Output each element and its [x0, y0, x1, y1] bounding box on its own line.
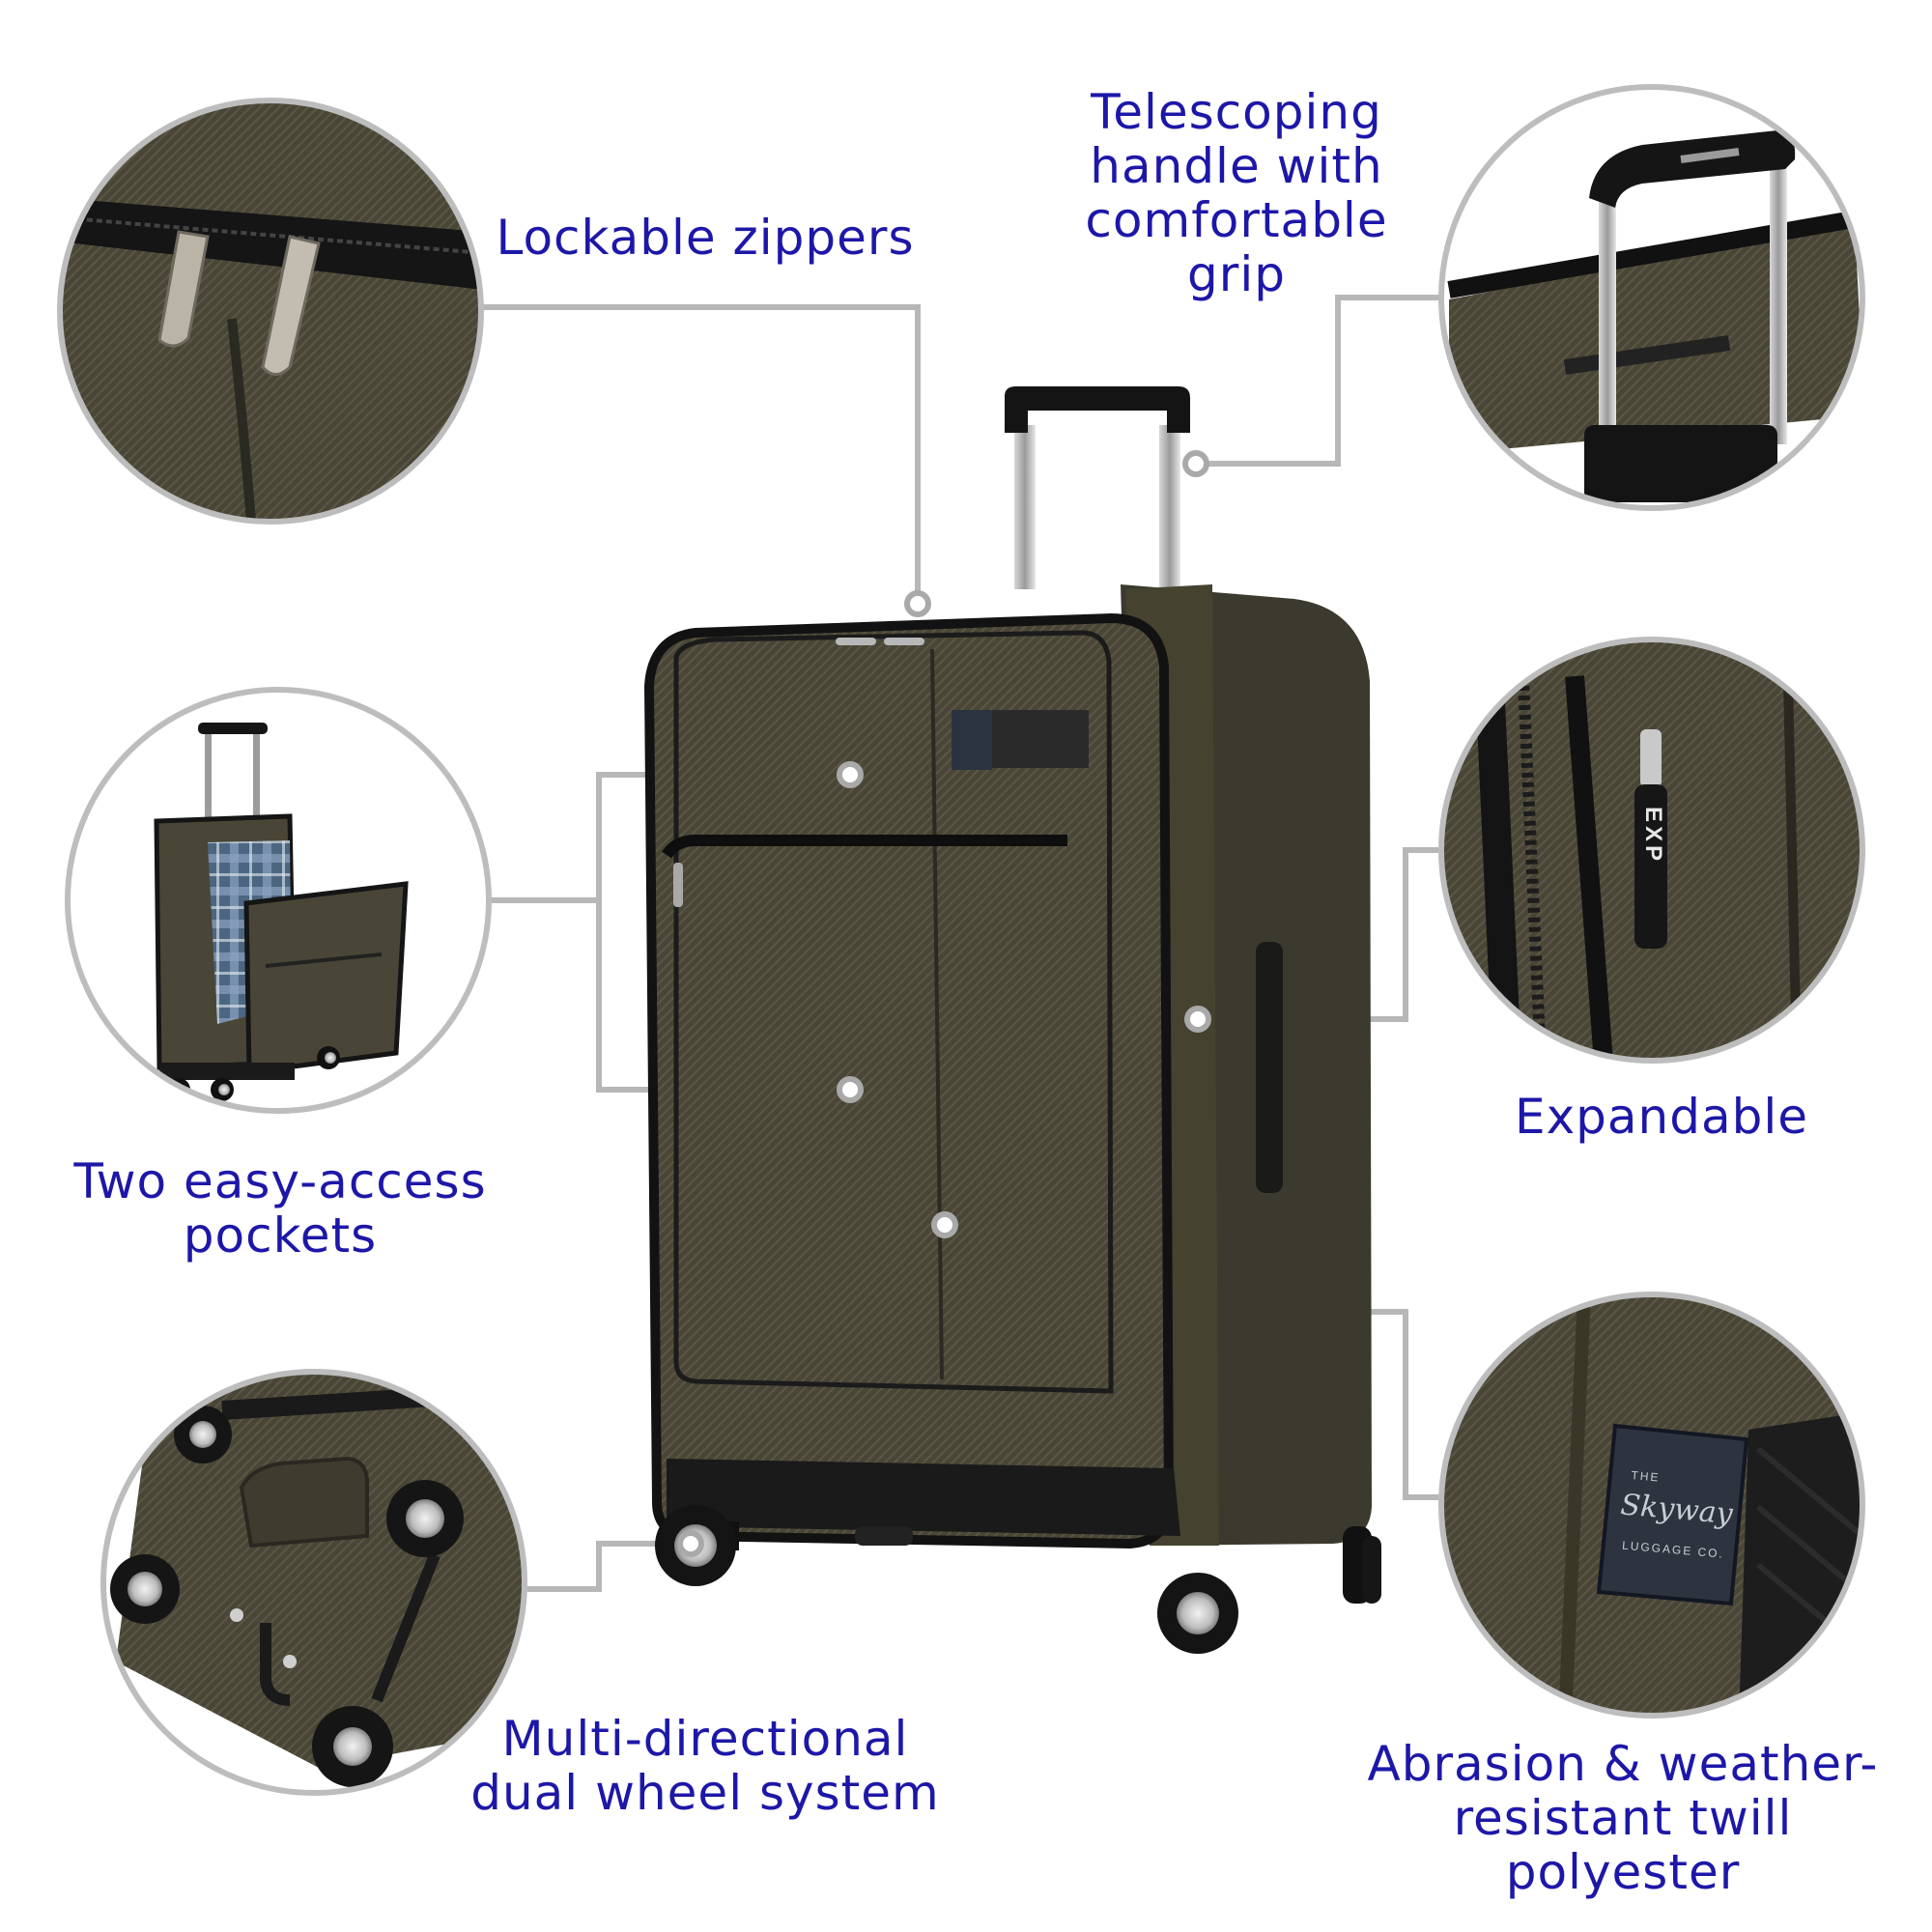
wheel-icon — [386, 1480, 464, 1557]
main-suitcase — [643, 386, 1381, 1654]
svg-text:THE: THE — [1631, 1468, 1661, 1485]
expandable-detail-circle: EXP — [1438, 637, 1865, 1064]
brand-badge — [1596, 1423, 1749, 1606]
wheel-icon — [110, 1554, 180, 1624]
fabric-detail-circle: THE Skyway LUGGAGE CO. — [1438, 1292, 1865, 1719]
pockets-detail-circle — [65, 687, 492, 1114]
handle-label: Telescoping handle with comfortable grip — [1085, 84, 1388, 302]
callout-wheels-line — [522, 1541, 691, 1592]
zipper-detail-circle — [57, 98, 484, 525]
exp-tag-text: EXP — [1640, 807, 1666, 865]
wheels-label: Multi-directional dual wheel system — [470, 1711, 940, 1821]
expandable-label: Expandable — [1514, 1089, 1809, 1145]
callout-lines — [481, 295, 1445, 1592]
handle-detail-circle — [1438, 84, 1865, 511]
fabric-label: Abrasion & weather- resistant twill poly… — [1367, 1736, 1879, 1900]
pockets-label: Two easy-access pockets — [73, 1153, 487, 1264]
wheel-icon — [312, 1706, 393, 1787]
zippers-label: Lockable zippers — [496, 210, 915, 266]
wheel-icon — [174, 1406, 232, 1463]
callout-zippers-line — [481, 304, 921, 604]
callout-handle-line — [1196, 295, 1445, 467]
callout-dots — [677, 450, 1211, 1557]
